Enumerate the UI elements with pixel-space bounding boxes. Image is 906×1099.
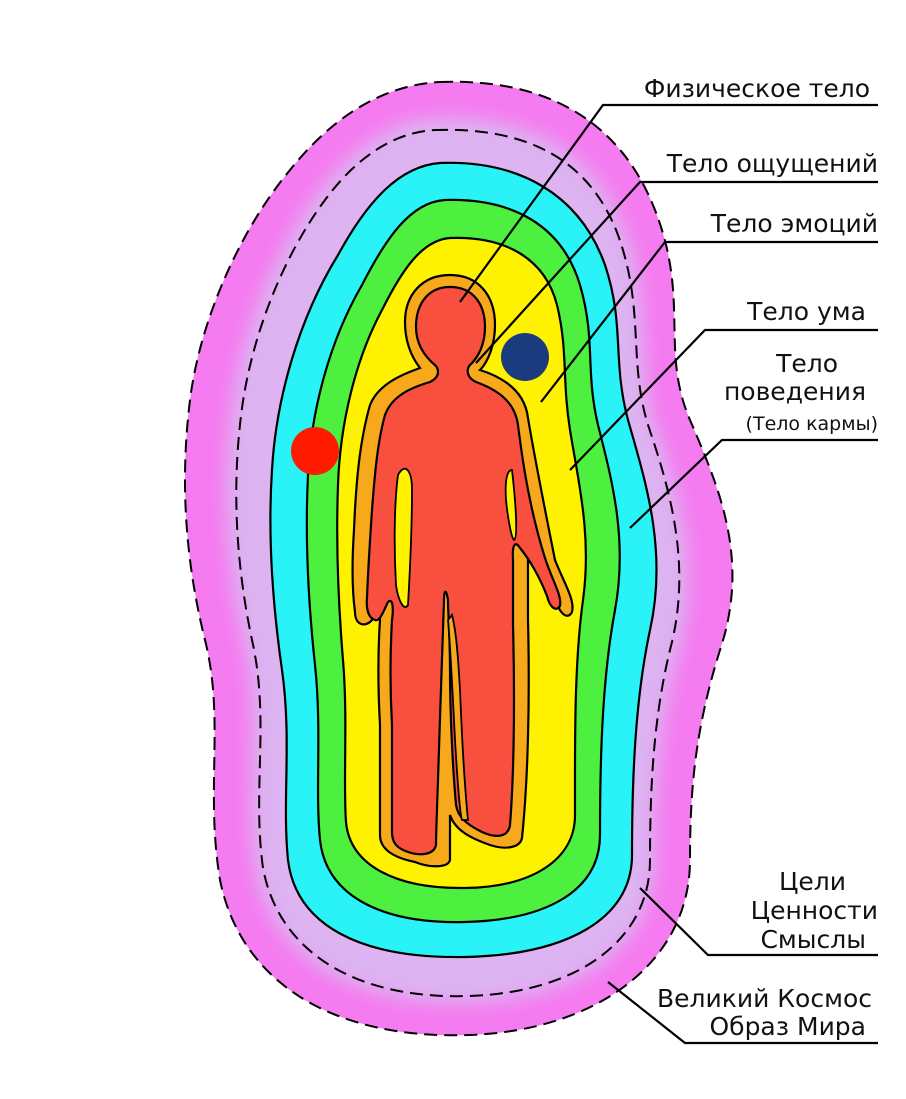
- leader-sensation: [475, 180, 878, 364]
- goals-boundary: [235, 128, 681, 998]
- arm-gap-left: [393, 467, 413, 608]
- leader-physical: [459, 103, 878, 303]
- label-cosmos: Великий Космос: [657, 984, 872, 1013]
- label-world-image: Образ Мира: [709, 1012, 866, 1041]
- leader-lines: [459, 103, 878, 1045]
- blue-dot: [501, 333, 549, 381]
- label-emotion-body: Тело эмоций: [710, 209, 878, 238]
- leader-emotion: [540, 240, 878, 403]
- leader-cosmos: [607, 981, 878, 1045]
- label-behavior-line1: Тело: [775, 349, 838, 378]
- leader-mind: [569, 328, 878, 471]
- cosmos-boundary: [184, 80, 734, 1037]
- label-behavior-note: (Тело кармы): [746, 413, 878, 435]
- label-mind-body: Тело ума: [746, 297, 866, 326]
- leader-goals: [639, 887, 878, 957]
- label-behavior-line2: поведения: [724, 377, 866, 406]
- label-values: Ценности: [751, 896, 878, 925]
- red-dot: [291, 427, 339, 475]
- arm-gap-right: [504, 469, 518, 541]
- leader-behavior: [629, 438, 878, 529]
- label-sensation-body: Тело ощущений: [666, 149, 878, 178]
- label-physical-body: Физическое тело: [644, 74, 870, 103]
- leg-gap: [447, 613, 469, 821]
- label-goals: Цели: [779, 867, 846, 896]
- label-meanings: Смыслы: [760, 925, 866, 954]
- physical-body: [365, 285, 562, 856]
